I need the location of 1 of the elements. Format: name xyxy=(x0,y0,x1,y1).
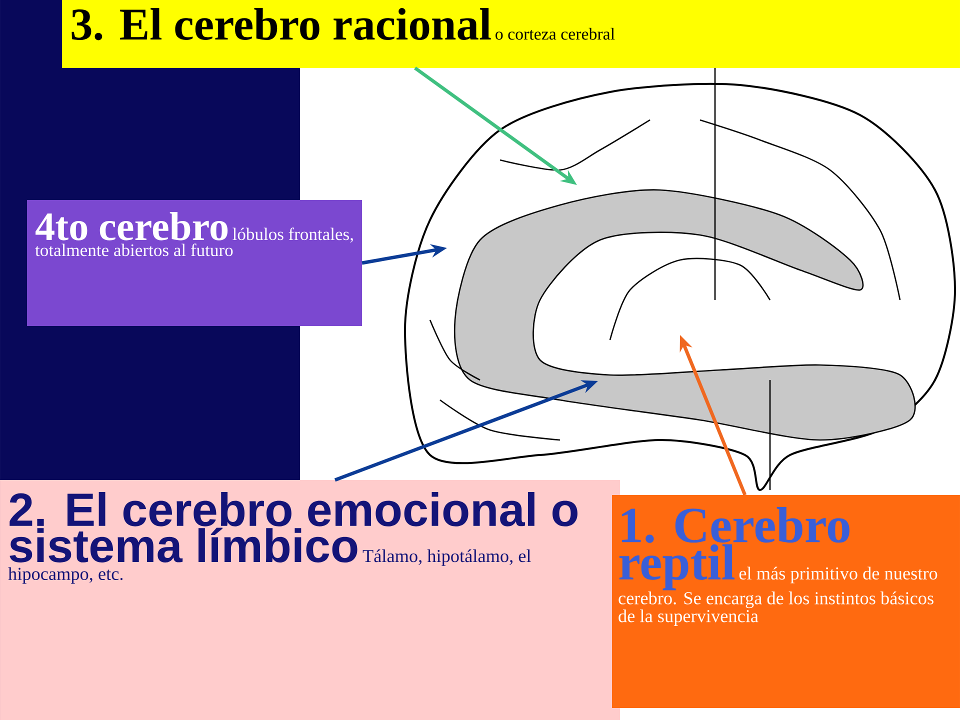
label-box: 1. Cerebro reptil el más primitivo de nuestro cerebro. Se encarga de los instintos básicos de la supervivencia xyxy=(612,495,960,708)
